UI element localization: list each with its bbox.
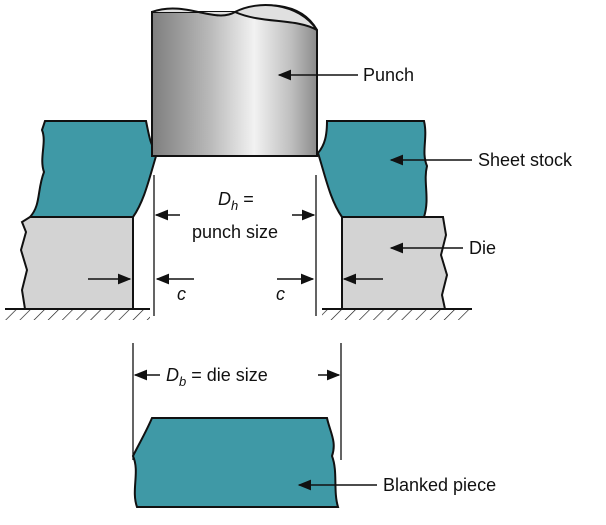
punch-label: Punch bbox=[363, 65, 414, 85]
die-left bbox=[19, 216, 134, 310]
sheet-stock-right bbox=[316, 120, 429, 218]
dh-label: Dh = bbox=[218, 189, 254, 213]
punch bbox=[151, 4, 318, 157]
clearance-label-left: c bbox=[177, 284, 186, 304]
sheet-stock-label: Sheet stock bbox=[478, 150, 573, 170]
blanked-piece-label: Blanked piece bbox=[383, 475, 496, 495]
punch-size-label: punch size bbox=[192, 222, 278, 242]
clearance-label-right: c bbox=[276, 284, 285, 304]
ground-left bbox=[5, 308, 150, 320]
blanked-piece bbox=[131, 417, 340, 508]
db-label: Db = die size bbox=[166, 365, 268, 389]
die-right bbox=[341, 216, 449, 310]
die-label: Die bbox=[469, 238, 496, 258]
sheet-stock-left bbox=[27, 120, 159, 218]
punch-top-face bbox=[151, 4, 318, 31]
ground-right bbox=[322, 308, 472, 320]
